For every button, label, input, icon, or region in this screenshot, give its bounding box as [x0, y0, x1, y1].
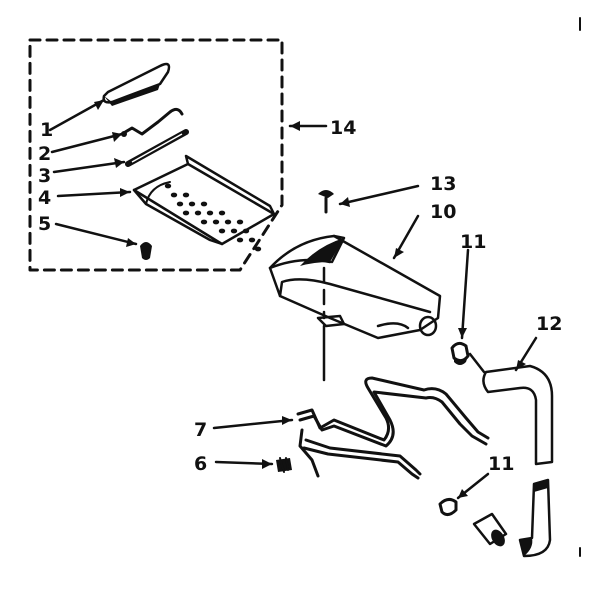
part-5-screw — [140, 242, 152, 260]
grate-hole — [164, 183, 172, 189]
part-1-handle-shade — [104, 84, 160, 106]
grate-hole — [188, 201, 196, 207]
grate-hole — [182, 192, 190, 198]
leader-lines — [48, 98, 538, 500]
part-6-clip — [276, 457, 292, 473]
grate-hole — [206, 210, 214, 216]
label-part-2: 2 — [38, 143, 51, 165]
grate-hole — [236, 219, 244, 225]
label-part-1: 1 — [40, 119, 53, 141]
grate-hole — [230, 228, 238, 234]
part-4-grate — [132, 154, 276, 252]
grate-hole — [218, 210, 226, 216]
grate-hole — [200, 201, 208, 207]
part-7-wire — [296, 376, 490, 480]
label-part-14: 14 — [330, 117, 356, 139]
label-part-5: 5 — [38, 213, 51, 235]
hose-coupling — [472, 512, 508, 547]
part-13-screw — [318, 190, 334, 214]
label-part-13: 13 — [430, 173, 456, 195]
label-part-4: 4 — [38, 187, 51, 209]
label-part-6: 6 — [194, 453, 207, 475]
part-2-clip-end — [121, 131, 127, 137]
grate-hole — [194, 210, 202, 216]
grate-hole — [200, 219, 208, 225]
grate-hole — [248, 237, 256, 243]
grate-hole — [218, 228, 226, 234]
assembly-14-dashed-box — [28, 38, 284, 272]
label-part-11-lower: 11 — [488, 453, 514, 475]
label-part-12: 12 — [536, 313, 562, 335]
part-12-hose — [482, 364, 554, 558]
label-part-11-upper: 11 — [460, 231, 486, 253]
part-11-upper-grommet — [450, 341, 470, 365]
label-part-7: 7 — [194, 419, 207, 441]
grate-hole — [236, 237, 244, 243]
grate-hole — [212, 219, 220, 225]
part-10-housing — [268, 234, 442, 340]
grate-hole — [182, 210, 190, 216]
grate-hole — [242, 228, 250, 234]
grate-hole — [176, 201, 184, 207]
label-part-10: 10 — [430, 201, 456, 223]
grate-holes — [164, 183, 262, 252]
grate-hole — [224, 219, 232, 225]
part-3-rod-edge — [131, 133, 183, 163]
grate-hole — [254, 246, 262, 252]
label-part-3: 3 — [38, 165, 51, 187]
part-2-clip — [120, 107, 184, 136]
part-11-lower-grommet — [438, 497, 458, 517]
grate-hole — [170, 192, 178, 198]
